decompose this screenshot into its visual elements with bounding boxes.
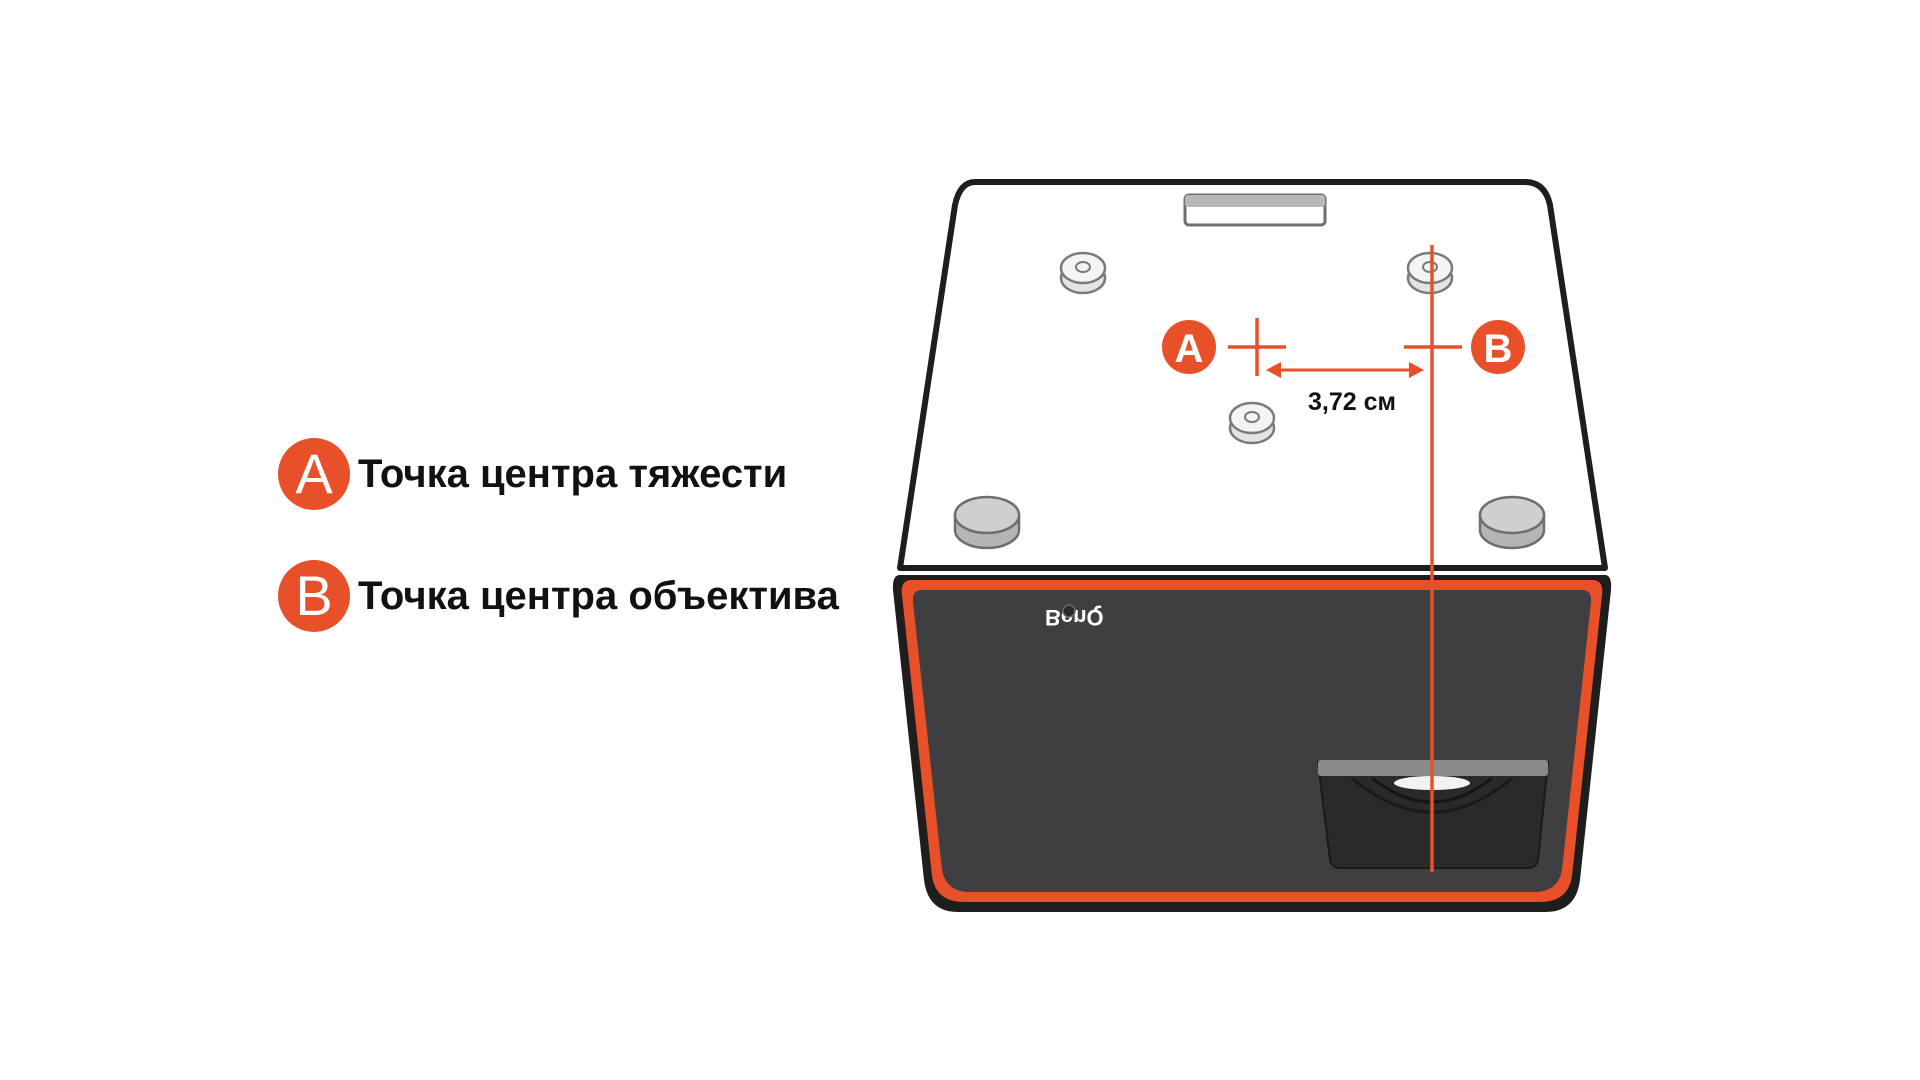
legend-label-a: Точка центра тяжести <box>358 451 788 496</box>
legend-item-center-of-gravity: A Точка центра тяжести <box>278 438 787 510</box>
legend-badge-a: A <box>278 438 350 510</box>
base-slot-inner <box>1185 195 1325 207</box>
marker-letter-a: A <box>1175 327 1204 371</box>
screw-boss-left <box>1059 251 1107 295</box>
legend-item-lens-center: B Точка центра объектива <box>278 560 839 632</box>
marker-badge-a: A <box>1162 320 1216 374</box>
status-led-icon <box>1062 604 1076 618</box>
rubber-foot-right <box>1478 495 1546 550</box>
screw-boss-right <box>1406 251 1454 295</box>
marker-badge-b: B <box>1471 320 1525 374</box>
marker-letter-b: B <box>1484 327 1513 371</box>
crosshair-icon-a <box>1228 318 1286 376</box>
screw-boss-center <box>1228 401 1276 445</box>
distance-label: 3,72 см <box>1308 388 1396 416</box>
legend-badge-b: B <box>278 560 350 632</box>
double-arrow-icon <box>1266 362 1424 378</box>
legend-label-b: Точка центра объектива <box>358 573 839 618</box>
rubber-foot-left <box>953 495 1021 550</box>
